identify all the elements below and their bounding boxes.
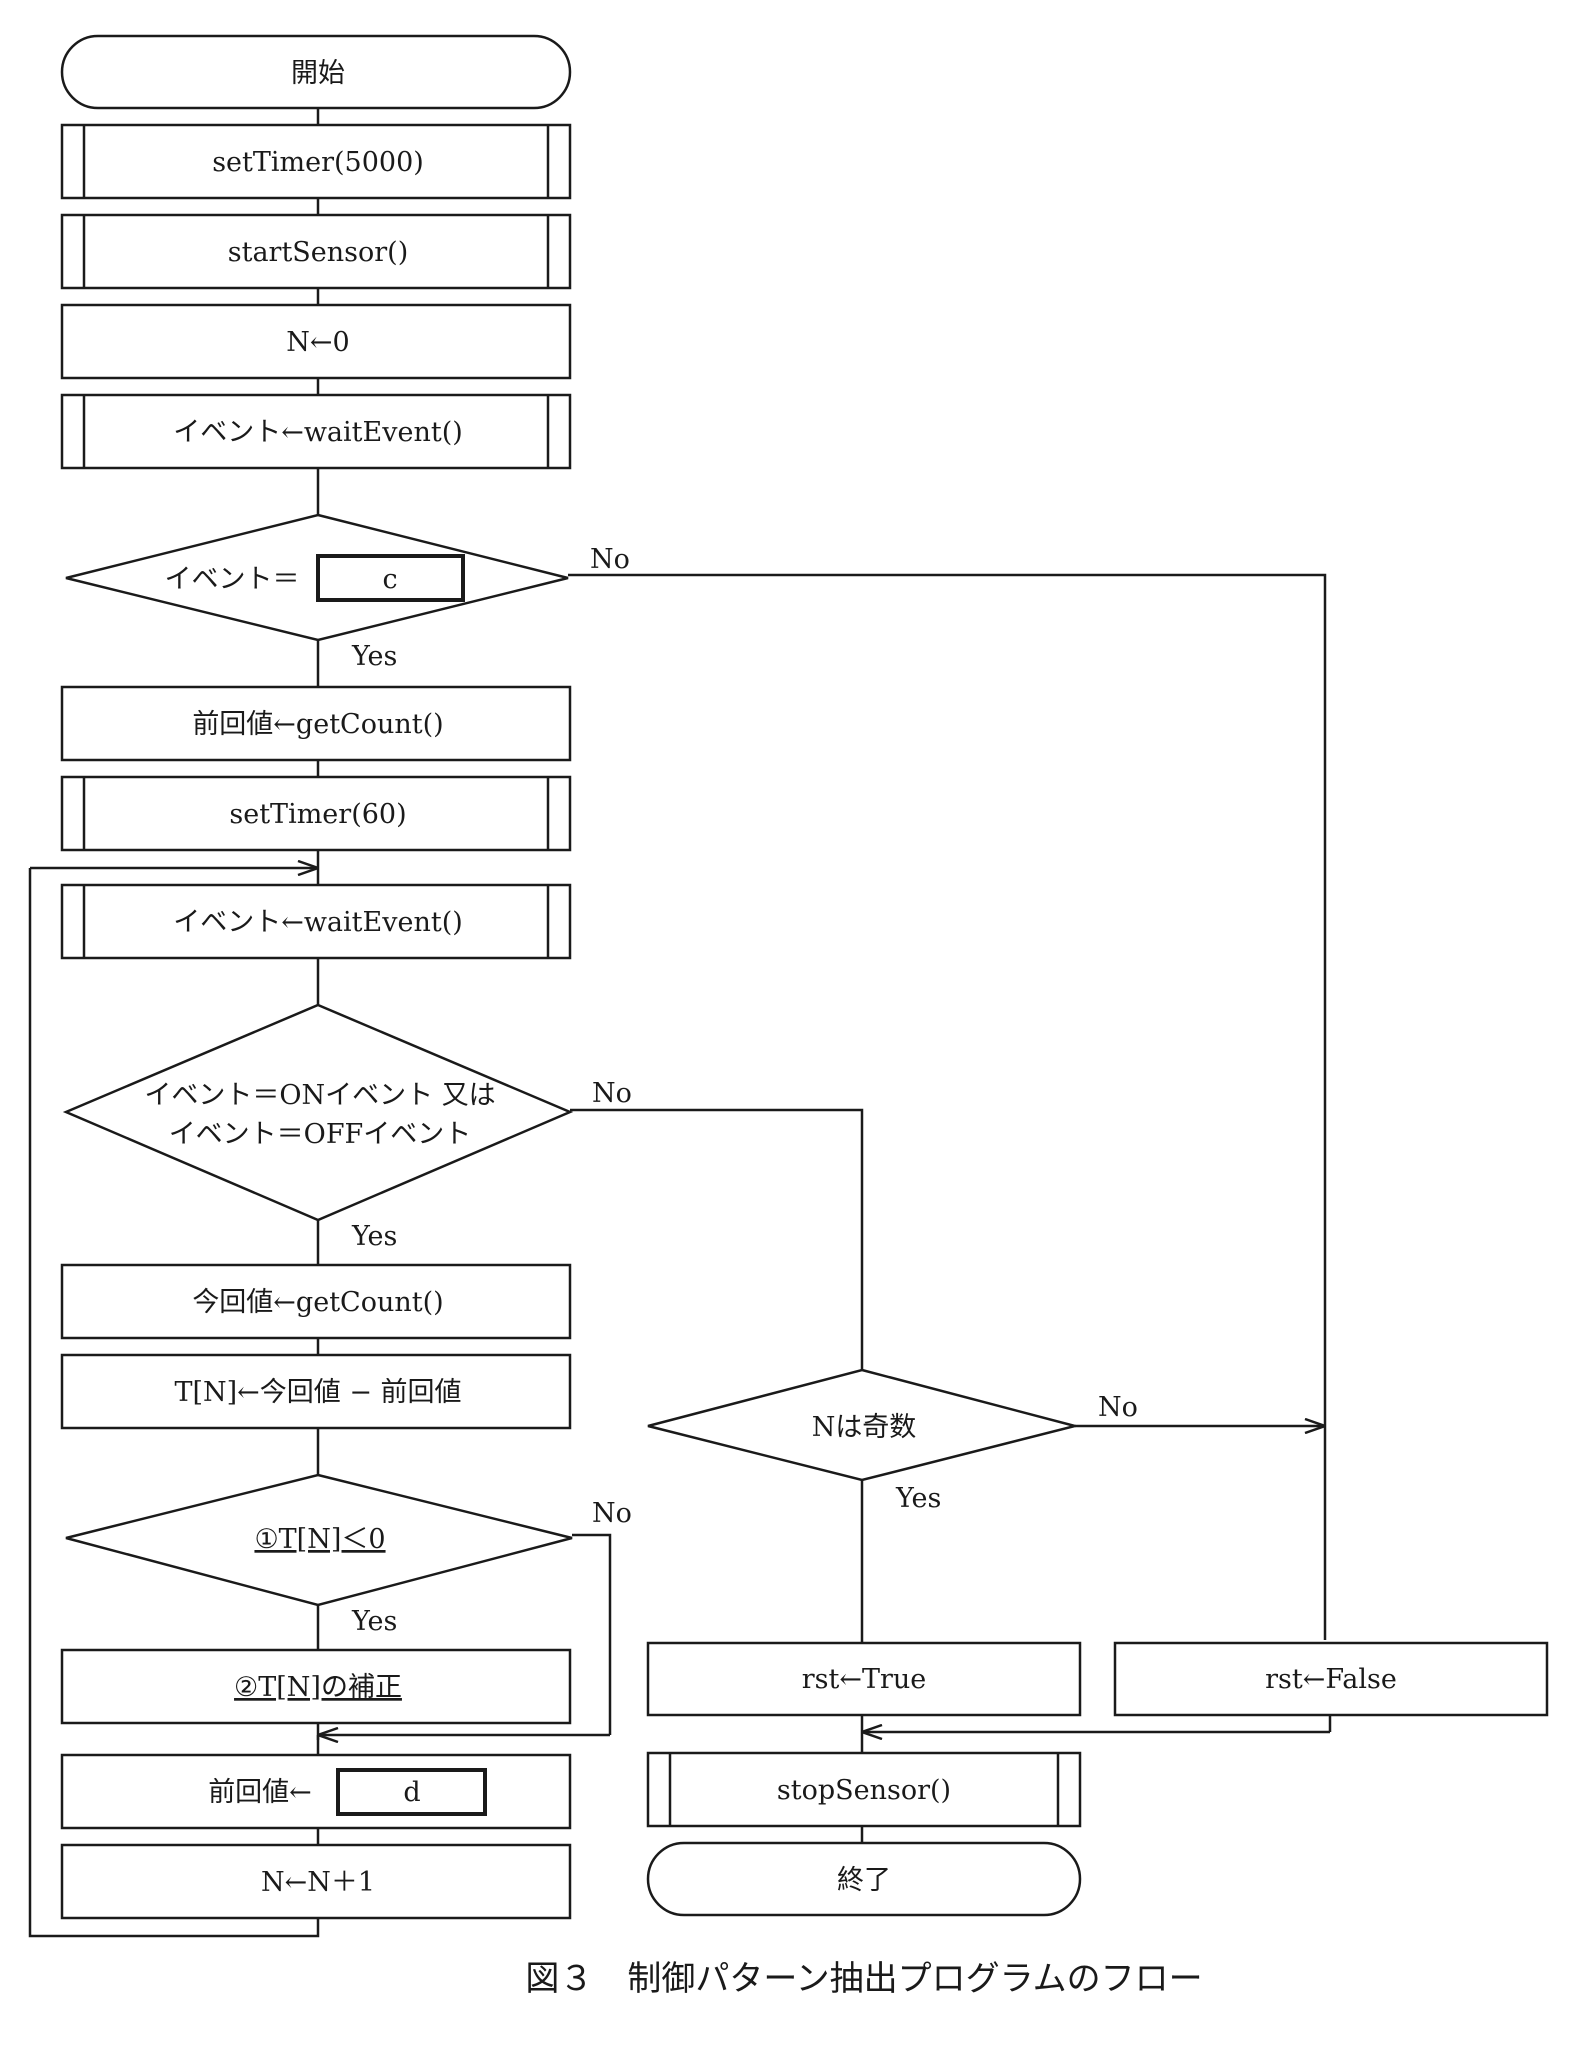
connectors xyxy=(28,108,1332,1938)
rst-false-process: rst←False xyxy=(1113,1641,1549,1717)
end-terminal: 終了 xyxy=(646,1841,1082,1917)
decision-event-c-label: イベント＝ xyxy=(165,564,300,595)
decision-tn-negative-no: No xyxy=(592,1498,632,1529)
set-timer-60-process: setTimer(60) xyxy=(60,775,572,852)
wait-event-2-process: イベント←waitEvent() xyxy=(60,883,572,960)
start-sensor-process: startSensor() xyxy=(60,213,572,290)
decision-event-c-yes: Yes xyxy=(351,641,397,672)
rst-true-label: rst←True xyxy=(802,1664,927,1695)
decision-event-c-no: No xyxy=(590,544,630,575)
wait-event-2-label: イベント←waitEvent() xyxy=(173,907,463,938)
n-increment-process: N←N＋1 xyxy=(60,1843,572,1920)
n-increment-label: N←N＋1 xyxy=(261,1867,375,1898)
decision-on-off-line1: イベント＝ONイベント 又は xyxy=(144,1080,495,1111)
set-timer-5000-process: setTimer(5000) xyxy=(60,123,572,200)
blank-c-box xyxy=(316,554,465,602)
current-value-get-process: 今回値←getCount() xyxy=(60,1263,572,1340)
decision-tn-negative: ①T[N]＜0 xyxy=(65,1473,573,1607)
n-init-label: N←0 xyxy=(286,327,349,358)
tn-correction-label: ②T[N]の補正 xyxy=(234,1672,402,1703)
decision-tn-negative-label: ①T[N]＜0 xyxy=(254,1524,385,1555)
rst-true-process: rst←True xyxy=(646,1641,1082,1717)
decision-on-off-no: No xyxy=(592,1078,632,1109)
decision-n-odd-yes: Yes xyxy=(895,1483,941,1514)
start-terminal: 開始 xyxy=(60,34,572,110)
decision-on-off-event: イベント＝ONイベント 又は イベント＝OFFイベント xyxy=(62,1003,574,1222)
prev-value-get-label: 前回値←getCount() xyxy=(192,709,443,740)
rst-false-label: rst←False xyxy=(1265,1664,1397,1695)
tn-calc-process: T[N]←今回値 − 前回値 xyxy=(60,1353,572,1430)
wait-event-1-label: イベント←waitEvent() xyxy=(173,417,463,448)
decision-n-odd: Nは奇数 xyxy=(647,1368,1080,1482)
tn-correction-process: ②T[N]の補正 xyxy=(60,1648,572,1725)
decision-on-off-line2: イベント＝OFFイベント xyxy=(169,1119,472,1150)
start-label: 開始 xyxy=(291,58,345,89)
start-sensor-label: startSensor() xyxy=(228,237,409,268)
wait-event-1-process: イベント←waitEvent() xyxy=(60,393,572,470)
decision-tn-negative-yes: Yes xyxy=(351,1606,397,1637)
decision-event-c: イベント＝ c xyxy=(65,513,569,642)
tn-calc-label: T[N]←今回値 − 前回値 xyxy=(174,1377,461,1408)
set-timer-5000-label: setTimer(5000) xyxy=(212,147,424,178)
prev-value-assign-process: 前回値← d xyxy=(60,1753,572,1830)
blank-d-box xyxy=(336,1768,487,1816)
blank-c-label: c xyxy=(382,564,397,595)
decision-on-off-yes: Yes xyxy=(351,1221,397,1252)
blank-d-label: d xyxy=(403,1777,420,1808)
figure-caption: 図３ 制御パターン抽出プログラムのフロー xyxy=(525,1959,1202,1999)
set-timer-60-label: setTimer(60) xyxy=(229,799,406,830)
decision-n-odd-no: No xyxy=(1098,1392,1138,1423)
prev-value-get-process: 前回値←getCount() xyxy=(60,685,572,762)
current-value-get-label: 今回値←getCount() xyxy=(192,1287,443,1318)
decision-n-odd-label: Nは奇数 xyxy=(812,1412,917,1443)
stop-sensor-process: stopSensor() xyxy=(646,1751,1082,1828)
stop-sensor-label: stopSensor() xyxy=(777,1775,951,1806)
n-init-process: N←0 xyxy=(60,303,572,380)
prev-value-assign-label: 前回値← xyxy=(208,1777,312,1808)
end-label: 終了 xyxy=(837,1865,891,1896)
